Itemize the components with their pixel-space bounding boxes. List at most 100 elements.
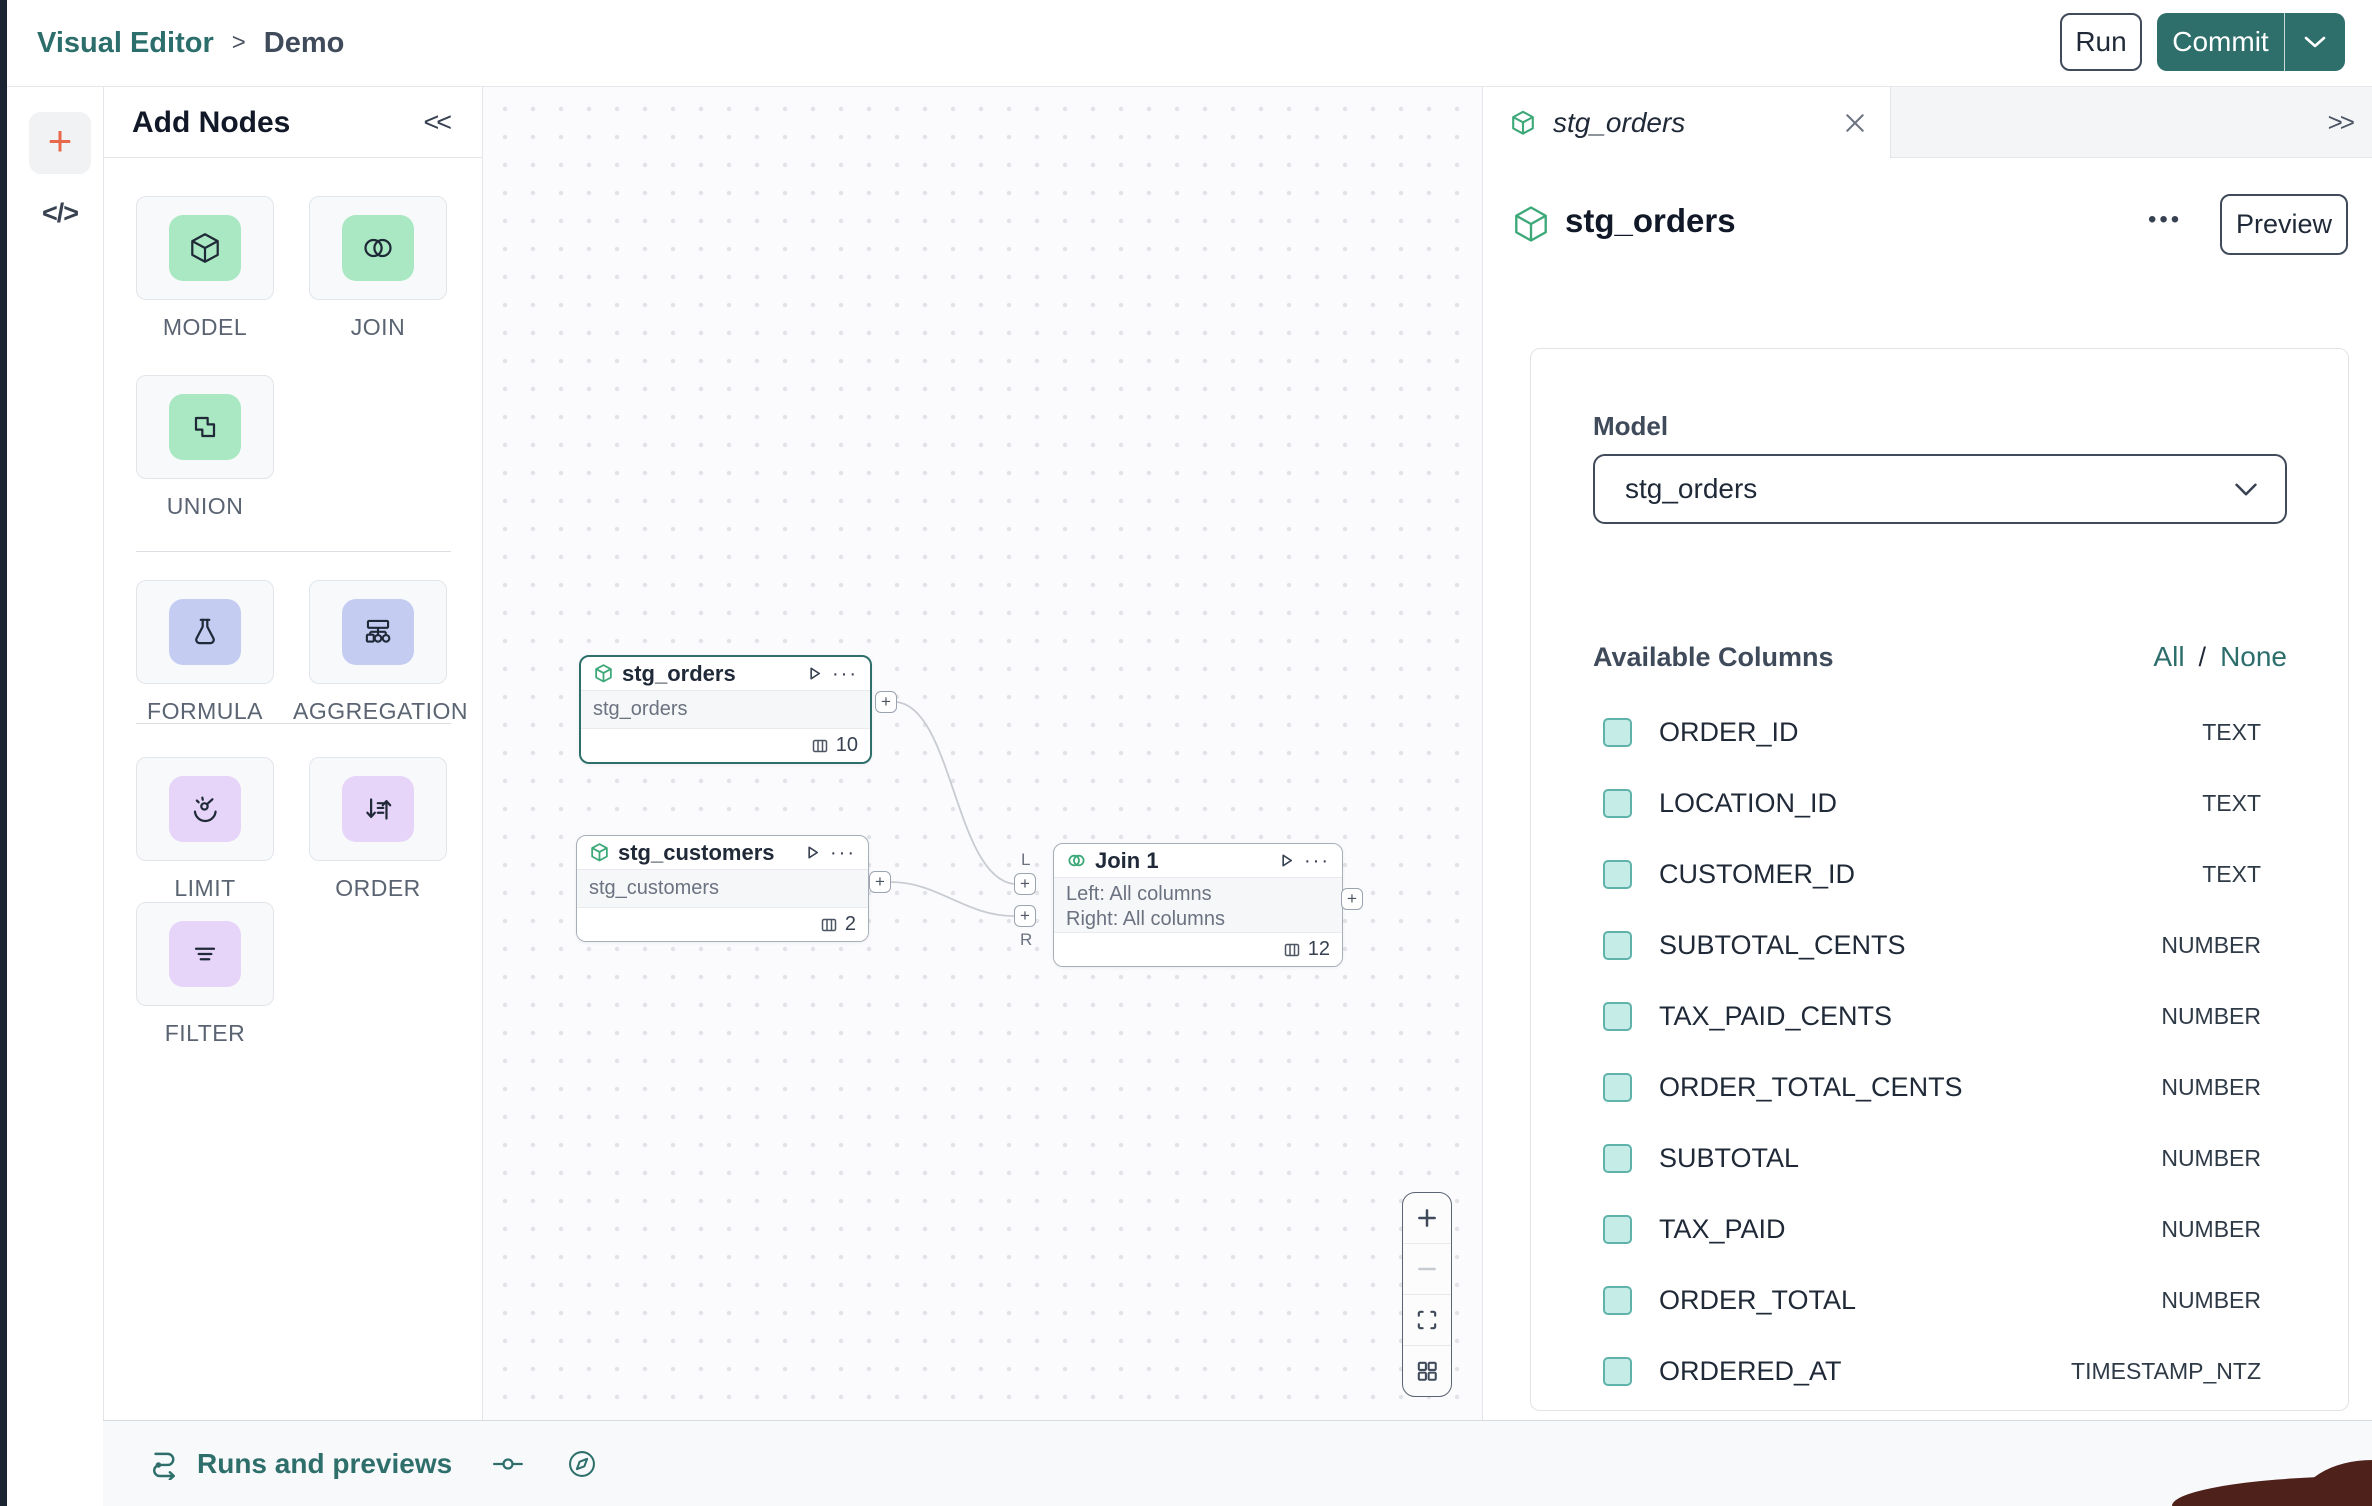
compass-icon[interactable] xyxy=(566,1448,598,1480)
node-title: stg_orders xyxy=(622,660,736,686)
add-nodes-header: Add Nodes << xyxy=(104,87,482,158)
commit-button[interactable]: Commit xyxy=(2157,13,2285,71)
node-type-label: AGGREGATION xyxy=(293,698,469,724)
expand-panel-button[interactable]: >> xyxy=(2327,107,2355,137)
port-join-left-input[interactable]: + xyxy=(1014,873,1036,895)
node-type-join[interactable]: JOIN xyxy=(309,196,447,341)
port-stg-orders-output[interactable]: + xyxy=(875,691,897,713)
inspector-menu-icon[interactable]: ••• xyxy=(2148,206,2183,233)
node-type-model[interactable]: MODEL xyxy=(136,196,274,341)
tab-stg-orders[interactable]: stg_orders xyxy=(1483,87,1891,158)
column-checkbox[interactable] xyxy=(1603,1144,1632,1173)
preview-button[interactable]: Preview xyxy=(2220,194,2348,255)
inspector-panel: stg_orders >> stg_orders ••• Preview Mod… xyxy=(1482,87,2372,1420)
filter-lines-icon xyxy=(169,921,241,987)
node-menu-icon[interactable]: ··· xyxy=(1304,849,1330,872)
column-checkbox[interactable] xyxy=(1603,1357,1632,1386)
aggregation-tree-icon xyxy=(342,599,414,665)
column-checkbox[interactable] xyxy=(1603,789,1632,818)
left-toolbar: + </> xyxy=(7,87,103,1506)
run-node-icon[interactable] xyxy=(805,664,824,683)
collapse-panel-button[interactable]: << xyxy=(423,107,451,137)
node-type-limit[interactable]: LIMIT xyxy=(136,757,274,902)
run-node-icon[interactable] xyxy=(1277,851,1296,870)
column-type: TEXT xyxy=(2202,861,2261,887)
join-right-line: Right: All columns xyxy=(1066,908,1225,930)
node-type-card[interactable] xyxy=(309,757,447,861)
column-row: TAX_PAID_CENTS NUMBER xyxy=(1603,981,2261,1052)
column-type: NUMBER xyxy=(2161,1145,2261,1171)
column-type: NUMBER xyxy=(2161,1074,2261,1100)
node-type-card[interactable] xyxy=(136,902,274,1006)
node-header: Join 1 ··· xyxy=(1054,844,1342,878)
model-select[interactable]: stg_orders xyxy=(1593,454,2287,524)
add-node-tool-button[interactable]: + xyxy=(29,112,91,174)
port-join-output[interactable]: + xyxy=(1341,888,1363,910)
available-columns-label: Available Columns xyxy=(1593,641,1834,672)
node-stg-customers[interactable]: stg_customers ··· stg_customers 2 xyxy=(576,835,869,942)
column-checkbox[interactable] xyxy=(1603,1215,1632,1244)
node-type-order[interactable]: ORDER xyxy=(309,757,447,902)
run-button[interactable]: Run xyxy=(2060,13,2142,71)
column-checkbox[interactable] xyxy=(1603,718,1632,747)
inspector-title-row: stg_orders ••• Preview xyxy=(1483,192,2372,258)
node-type-card[interactable] xyxy=(136,757,274,861)
node-menu-icon[interactable]: ··· xyxy=(830,841,856,864)
commit-node-icon[interactable] xyxy=(492,1451,524,1477)
join-circles-icon xyxy=(342,215,414,281)
column-checkbox[interactable] xyxy=(1603,1002,1632,1031)
node-subtitle: stg_customers xyxy=(589,877,720,899)
close-icon[interactable] xyxy=(1846,113,1864,132)
column-row: LOCATION_ID TEXT xyxy=(1603,768,2261,839)
tab-label: stg_orders xyxy=(1553,106,1686,138)
minus-icon xyxy=(1415,1257,1439,1281)
code-view-button[interactable]: </> xyxy=(41,197,79,228)
zoom-out-button[interactable] xyxy=(1403,1244,1451,1295)
node-join-1[interactable]: Join 1 ··· Left: All columns Right: All … xyxy=(1053,843,1343,967)
grid-layout-button[interactable] xyxy=(1403,1346,1451,1396)
node-type-aggregation[interactable]: AGGREGATION xyxy=(293,580,468,725)
column-row: ORDER_ID TEXT xyxy=(1603,697,2261,768)
column-type: TEXT xyxy=(2202,719,2261,745)
column-checkbox[interactable] xyxy=(1603,860,1632,889)
inspector-title: stg_orders xyxy=(1565,202,1736,239)
top-header: Visual Editor > Demo Run Commit xyxy=(7,0,2372,87)
node-menu-icon[interactable]: ··· xyxy=(832,662,858,685)
column-checkbox[interactable] xyxy=(1603,1073,1632,1102)
column-row: ORDER_TOTAL NUMBER xyxy=(1603,1265,2261,1336)
node-type-formula[interactable]: FORMULA xyxy=(136,580,274,725)
zoom-in-button[interactable] xyxy=(1403,1193,1451,1244)
column-checkbox[interactable] xyxy=(1603,931,1632,960)
limit-gauge-icon xyxy=(169,776,241,842)
column-name: ORDER_TOTAL_CENTS xyxy=(1659,1072,1963,1102)
breadcrumb-root-link[interactable]: Visual Editor xyxy=(37,26,214,59)
port-stg-customers-output[interactable]: + xyxy=(869,871,891,893)
pipeline-canvas[interactable]: stg_orders ··· stg_orders 10 stg_custome… xyxy=(483,87,1482,1420)
node-type-card[interactable] xyxy=(136,375,274,479)
node-type-union[interactable]: UNION xyxy=(136,375,274,520)
column-checkbox[interactable] xyxy=(1603,1286,1632,1315)
node-type-card[interactable] xyxy=(136,196,274,300)
canvas-zoom-controls xyxy=(1402,1192,1452,1397)
runs-path-icon xyxy=(147,1448,181,1480)
select-all-link[interactable]: All xyxy=(2153,641,2185,672)
join-right-port-label: R xyxy=(1020,930,1033,949)
port-join-right-input[interactable]: + xyxy=(1014,905,1036,927)
column-type: NUMBER xyxy=(2161,1003,2261,1029)
model-cube-icon xyxy=(1511,204,1551,244)
select-none-link[interactable]: None xyxy=(2220,641,2287,672)
node-type-filter[interactable]: FILTER xyxy=(136,902,274,1047)
node-header: stg_orders ··· xyxy=(581,657,870,691)
run-node-icon[interactable] xyxy=(803,843,822,862)
fit-view-button[interactable] xyxy=(1403,1295,1451,1346)
runs-and-previews-button[interactable]: Runs and previews xyxy=(197,1447,453,1479)
columns-icon xyxy=(820,916,838,934)
node-type-card[interactable] xyxy=(309,196,447,300)
commit-dropdown-button[interactable] xyxy=(2285,13,2345,71)
node-footer: 12 xyxy=(1054,932,1342,966)
node-type-card[interactable] xyxy=(136,580,274,684)
node-stg-orders[interactable]: stg_orders ··· stg_orders 10 xyxy=(579,655,872,764)
plus-icon xyxy=(1415,1206,1439,1230)
node-type-card[interactable] xyxy=(309,580,447,684)
